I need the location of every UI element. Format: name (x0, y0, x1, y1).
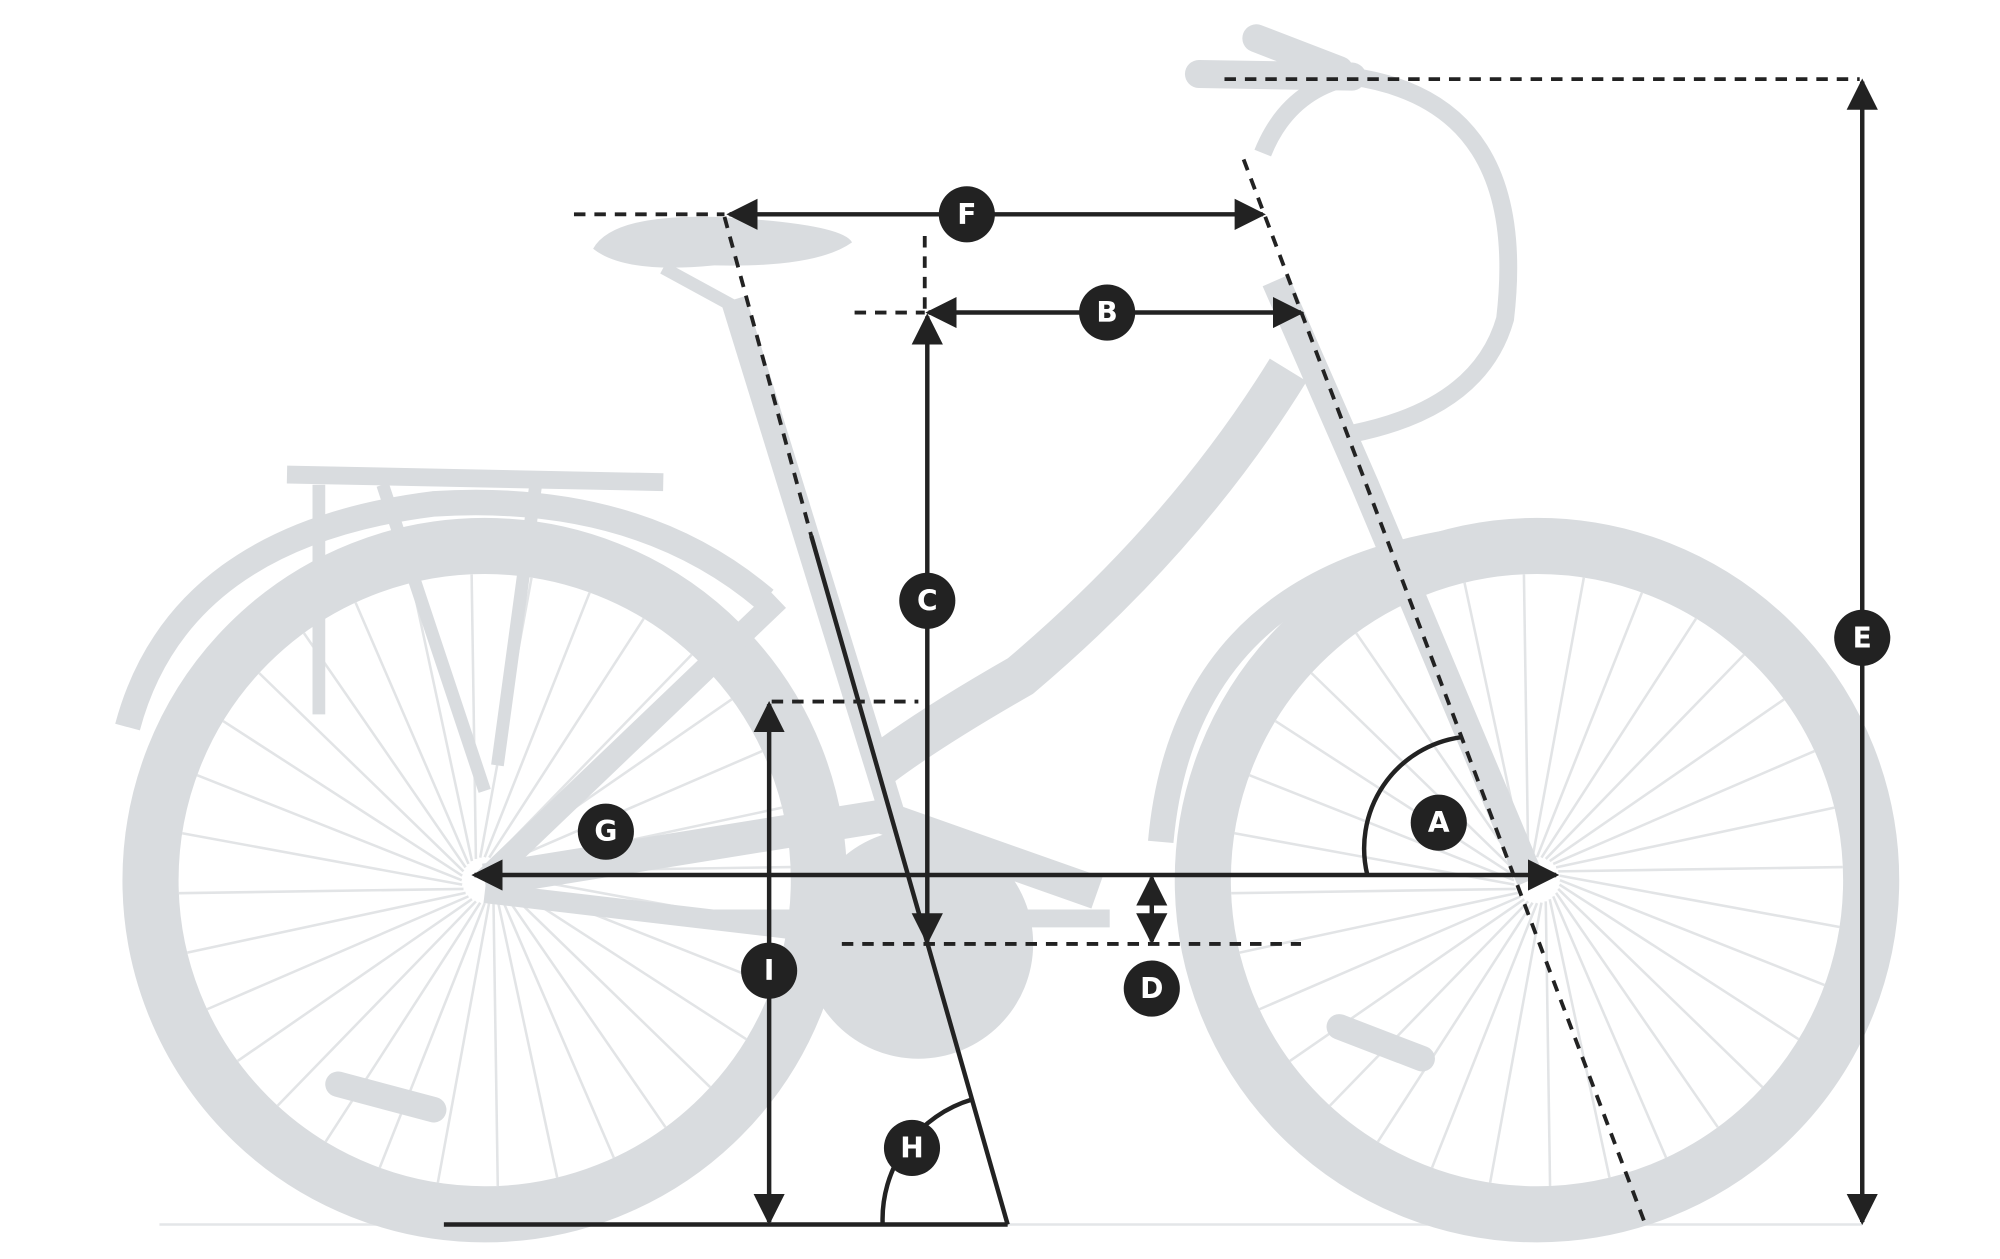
svg-text:B: B (1096, 296, 1117, 329)
spoke (1540, 617, 1698, 859)
spoke (436, 902, 491, 1183)
spoke (236, 898, 473, 1062)
spoke (178, 887, 464, 895)
spoke (181, 832, 463, 886)
svg-text:I: I (764, 954, 774, 987)
spoke (206, 895, 469, 1011)
spoke (276, 900, 477, 1107)
spoke (496, 898, 559, 1178)
label-d: D (1123, 960, 1180, 1017)
svg-text:A: A (1428, 806, 1450, 839)
spoke (196, 773, 463, 882)
spoke (1555, 806, 1835, 869)
spoke (483, 592, 591, 858)
svg-text:C: C (917, 584, 938, 617)
spoke (505, 888, 712, 1089)
spoke (1557, 888, 1764, 1089)
spoke (1544, 653, 1745, 860)
svg-text:E: E (1853, 621, 1872, 654)
spoke (1549, 698, 1785, 863)
spoke (1430, 902, 1539, 1169)
spoke (1558, 865, 1843, 873)
spoke (324, 901, 482, 1143)
spoke (1555, 892, 1719, 1128)
spoke (492, 901, 500, 1187)
label-e: E (1834, 609, 1891, 666)
label-a: A (1410, 794, 1467, 851)
spoke (1552, 749, 1816, 866)
spoke (302, 632, 467, 869)
svg-text:G: G (594, 815, 617, 848)
spoke (1239, 891, 1519, 954)
spoke (1274, 720, 1516, 877)
spoke (258, 672, 465, 873)
spoke (1552, 895, 1668, 1159)
measure-a-head-angle (1241, 158, 1648, 1226)
spoke (1558, 883, 1800, 1041)
label-h: H (883, 1119, 941, 1177)
spoke (1535, 592, 1644, 858)
spoke (354, 602, 470, 865)
front-wheel (1174, 517, 1900, 1243)
label-b: B (1079, 284, 1136, 341)
svg-text:D: D (1140, 972, 1163, 1005)
spoke (187, 891, 466, 954)
saddle (593, 216, 853, 312)
measure-h-seat-angle (443, 216, 1010, 1227)
spoke (500, 749, 763, 866)
label-i: I (741, 942, 798, 999)
spoke (488, 617, 645, 859)
spoke (1544, 901, 1552, 1187)
spoke (378, 902, 486, 1169)
spoke (499, 895, 615, 1159)
spoke (1231, 887, 1516, 895)
spoke (502, 892, 667, 1128)
spoke (1559, 878, 1826, 987)
spoke (222, 720, 463, 877)
spoke (1531, 577, 1586, 858)
spoke (1376, 901, 1534, 1143)
svg-text:F: F (957, 198, 976, 231)
measure-b-reach (854, 236, 1305, 329)
spoke (1559, 874, 1840, 929)
spoke (1310, 672, 1517, 873)
spoke (1258, 895, 1522, 1011)
label-c: C (899, 572, 956, 629)
spoke (1355, 632, 1519, 869)
spoke (1329, 900, 1530, 1107)
spoke (1522, 574, 1530, 859)
pedals (325, 1014, 1435, 1123)
label-g: G (577, 803, 634, 860)
rear-rack-and-fender (115, 465, 1621, 844)
spoke (1488, 902, 1543, 1183)
label-f: F (938, 186, 995, 243)
spoke (470, 574, 478, 859)
svg-text:H: H (900, 1131, 923, 1164)
rear-wheel (122, 517, 847, 1243)
spoke (410, 582, 474, 862)
spoke (1548, 898, 1611, 1178)
